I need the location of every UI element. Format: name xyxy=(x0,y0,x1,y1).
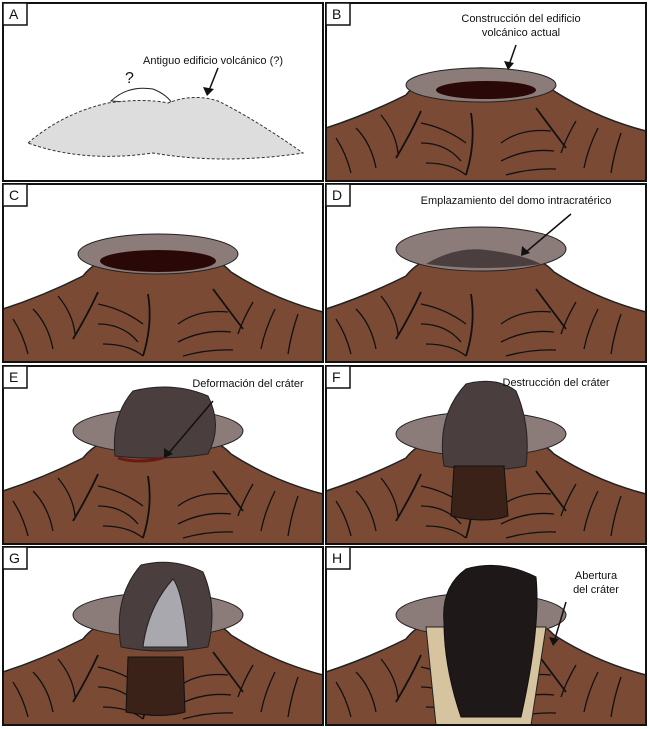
panel-letter: B xyxy=(332,6,341,22)
panel-letter: F xyxy=(332,369,341,385)
label: Construcción del edificio xyxy=(461,13,580,25)
question-mark: ? xyxy=(125,70,134,87)
panel-d: D Emplazamiento del domo intracratérico xyxy=(325,183,647,363)
panel-letter: C xyxy=(9,187,19,203)
label: volcánico actual xyxy=(482,27,560,39)
panel-a: A Antiguo edificio volcánico (?) ? xyxy=(2,2,324,182)
label: Antiguo edificio volcánico (?) xyxy=(143,55,283,67)
panel-f: F Destrucción del cráter xyxy=(325,365,647,545)
label: Emplazamiento del domo intracratérico xyxy=(421,195,612,207)
panel-b: B Construcción del edificio volcánico ac… xyxy=(325,2,647,182)
panel-letter: D xyxy=(332,187,342,203)
panel-letter: E xyxy=(9,369,18,385)
label: del cráter xyxy=(573,584,619,596)
label: Abertura xyxy=(575,570,618,582)
panel-letter: H xyxy=(332,550,342,566)
label: Deformación del cráter xyxy=(192,378,304,390)
panel-letter: G xyxy=(9,550,20,566)
label: Destrucción del cráter xyxy=(503,377,610,389)
panel-h: H Abertura del cráter xyxy=(325,546,647,726)
panel-letter: A xyxy=(9,6,19,22)
panel-e: E Deformación del cráter xyxy=(2,365,324,545)
panel-g: G xyxy=(2,546,324,726)
panel-c: C xyxy=(2,183,324,363)
